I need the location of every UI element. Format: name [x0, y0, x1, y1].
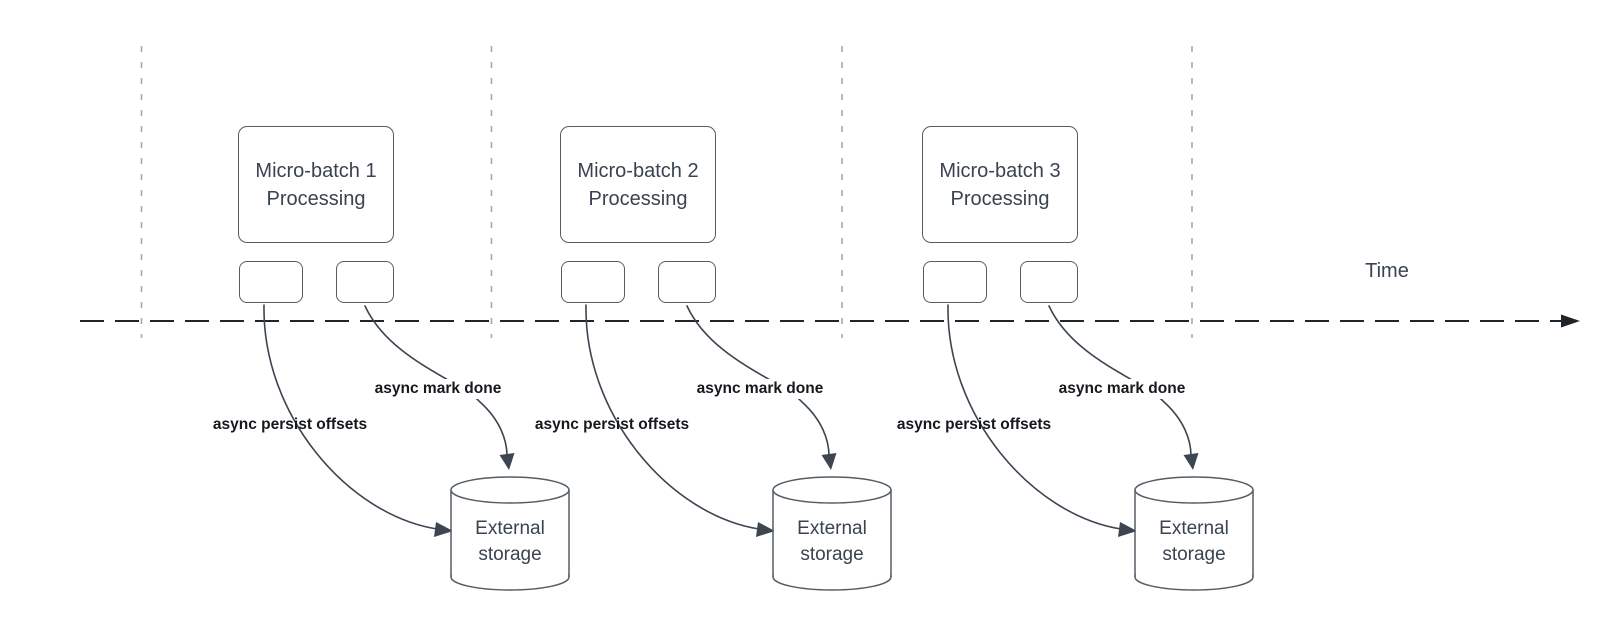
batch-1-subtask-box-left — [239, 261, 303, 303]
micro-batch-2-title-line1: Micro-batch 2 — [577, 159, 699, 182]
storage-label-line2: storage — [478, 544, 542, 565]
batch-3-mark-done-label: async mark done — [1048, 379, 1196, 399]
persist-offsets-curve — [263, 304, 438, 530]
micro-batch-1-title-line1: Micro-batch 1 — [255, 159, 377, 182]
storage-label-line2: storage — [1162, 544, 1226, 565]
storage-label-line2: storage — [800, 544, 864, 565]
batch-2-storage-label: External storage — [773, 516, 891, 568]
batch-3-storage-label: External storage — [1135, 516, 1253, 568]
batch-2-connectors-storage — [585, 304, 892, 591]
persist-offsets-curve — [947, 304, 1122, 530]
storage-label-line1: External — [1159, 518, 1229, 539]
batch-1-mark-done-label: async mark done — [364, 379, 512, 399]
batch-1-storage-label: External storage — [451, 516, 569, 568]
done-arrowhead-icon — [1183, 453, 1199, 470]
cylinder-top — [772, 476, 892, 504]
batch-3-connectors-storage — [947, 304, 1254, 591]
batch-1-subtask-box-right — [336, 261, 394, 303]
micro-batch-3-title-line1: Micro-batch 3 — [939, 159, 1061, 182]
time-axis-label: Time — [1365, 260, 1409, 282]
batch-3-subtask-box-right — [1020, 261, 1078, 303]
batch-2-mark-done-label: async mark done — [686, 379, 834, 399]
done-arrowhead-icon — [499, 453, 515, 470]
batch-1-persist-offsets-label: async persist offsets — [212, 416, 368, 433]
micro-batch-2-box: Micro-batch 2 Processing — [560, 126, 716, 243]
persist-arrowhead-icon — [1118, 522, 1137, 537]
storage-label-line1: External — [475, 518, 545, 539]
micro-batch-1-box: Micro-batch 1 Processing — [238, 126, 394, 243]
done-arrowhead-icon — [821, 453, 837, 470]
batch-1-connectors-storage — [263, 304, 570, 591]
batch-2-subtask-box-left — [561, 261, 625, 303]
micro-batch-3-box: Micro-batch 3 Processing — [922, 126, 1078, 243]
cylinder-top — [450, 476, 570, 504]
storage-label-line1: External — [797, 518, 867, 539]
cylinder-top — [1134, 476, 1254, 504]
persist-arrowhead-icon — [756, 522, 775, 537]
batch-2-persist-offsets-label: async persist offsets — [534, 416, 690, 433]
persist-arrowhead-icon — [434, 522, 453, 537]
micro-batch-3-title-line2: Processing — [950, 187, 1050, 210]
micro-batch-1-title-line2: Processing — [266, 187, 366, 210]
micro-batch-2-title-line2: Processing — [588, 187, 688, 210]
batch-3-persist-offsets-label: async persist offsets — [896, 416, 1052, 433]
timeline-arrowhead-icon — [1561, 314, 1580, 328]
batch-2-subtask-box-right — [658, 261, 716, 303]
batch-3-subtask-box-left — [923, 261, 987, 303]
persist-offsets-curve — [585, 304, 760, 530]
